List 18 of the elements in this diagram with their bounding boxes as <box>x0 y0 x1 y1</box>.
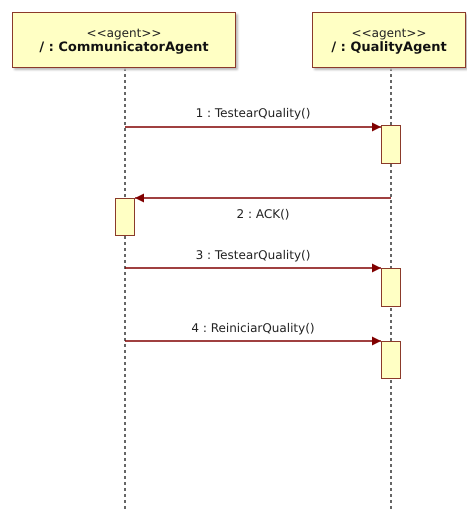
activation-bar <box>381 268 401 307</box>
message-arrow <box>135 194 391 202</box>
message-label: 3 : TestearQuality() <box>194 248 312 262</box>
message-label: 2 : ACK() <box>234 207 292 221</box>
activation-bar <box>381 341 401 379</box>
participant-name: / : QualityAgent <box>331 40 447 54</box>
message-arrow <box>125 336 381 346</box>
activation-bar <box>115 198 135 236</box>
participant-name: / : CommunicatorAgent <box>39 40 209 54</box>
participant-box <box>12 12 236 68</box>
message-arrow <box>125 264 381 272</box>
message-arrow <box>125 122 381 132</box>
message-label: 1 : TestearQuality() <box>194 106 312 120</box>
activation-bar <box>381 125 401 164</box>
participant-box <box>312 12 466 68</box>
stereotype-label: <<agent>> <box>352 26 426 40</box>
stereotype-label: <<agent>> <box>86 26 162 40</box>
message-label: 4 : ReiniciarQuality() <box>189 321 317 335</box>
